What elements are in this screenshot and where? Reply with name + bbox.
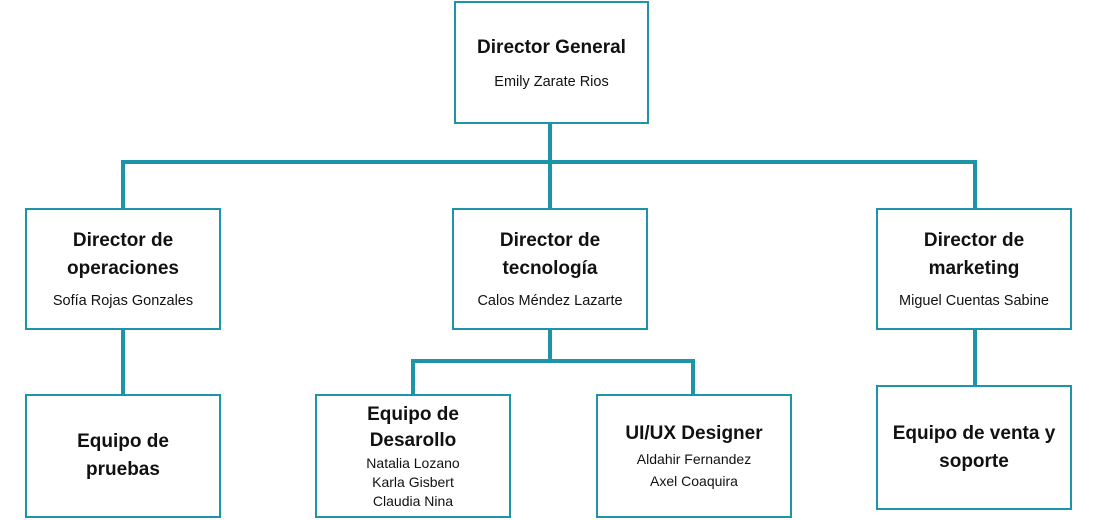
node-equipo-venta: Equipo de venta y soporte [876, 385, 1072, 510]
node-equipo-pruebas: Equipo de pruebas [25, 394, 221, 518]
node-person: Calos Méndez Lazarte [477, 293, 623, 309]
node-person: Sofía Rojas Gonzales [52, 293, 194, 309]
node-equipo-desarollo: Equipo de Desarollo Natalia Lozano Karla… [315, 394, 511, 518]
member-name: Claudia Nina [372, 492, 454, 509]
node-director-tecnologia: Director de tecnología Calos Méndez Laza… [452, 208, 648, 330]
node-title: Equipo de pruebas [77, 431, 169, 480]
node-director-general: Director General Emily Zarate Rios [454, 1, 649, 124]
node-title: Director de operaciones [67, 230, 179, 279]
node-title: Equipo de Desarollo [367, 403, 459, 451]
node-uiux-designer: UI/UX Designer Aldahir Fernandez Axel Co… [596, 394, 792, 518]
member-list: Aldahir Fernandez Axel Coaquira [637, 448, 751, 492]
node-title: Director de marketing [923, 230, 1025, 279]
node-director-operaciones: Director de operaciones Sofía Rojas Gonz… [25, 208, 221, 330]
member-name: Karla Gisbert [372, 473, 454, 490]
node-director-marketing: Director de marketing Miguel Cuentas Sab… [876, 208, 1072, 330]
node-title: UI/UX Designer [625, 423, 763, 444]
node-title: Equipo de venta y soporte [892, 422, 1056, 472]
node-person: Miguel Cuentas Sabine [899, 293, 1049, 309]
member-name: Natalia Lozano [366, 454, 460, 471]
member-name: Aldahir Fernandez [636, 451, 752, 467]
member-list: Natalia Lozano Karla Gisbert Claudia Nin… [366, 454, 459, 511]
node-title: Director de tecnología [499, 230, 601, 279]
node-person: Emily Zarate Rios [494, 73, 609, 90]
member-name: Axel Coaquira [650, 473, 738, 489]
node-title: Director General [477, 36, 626, 58]
